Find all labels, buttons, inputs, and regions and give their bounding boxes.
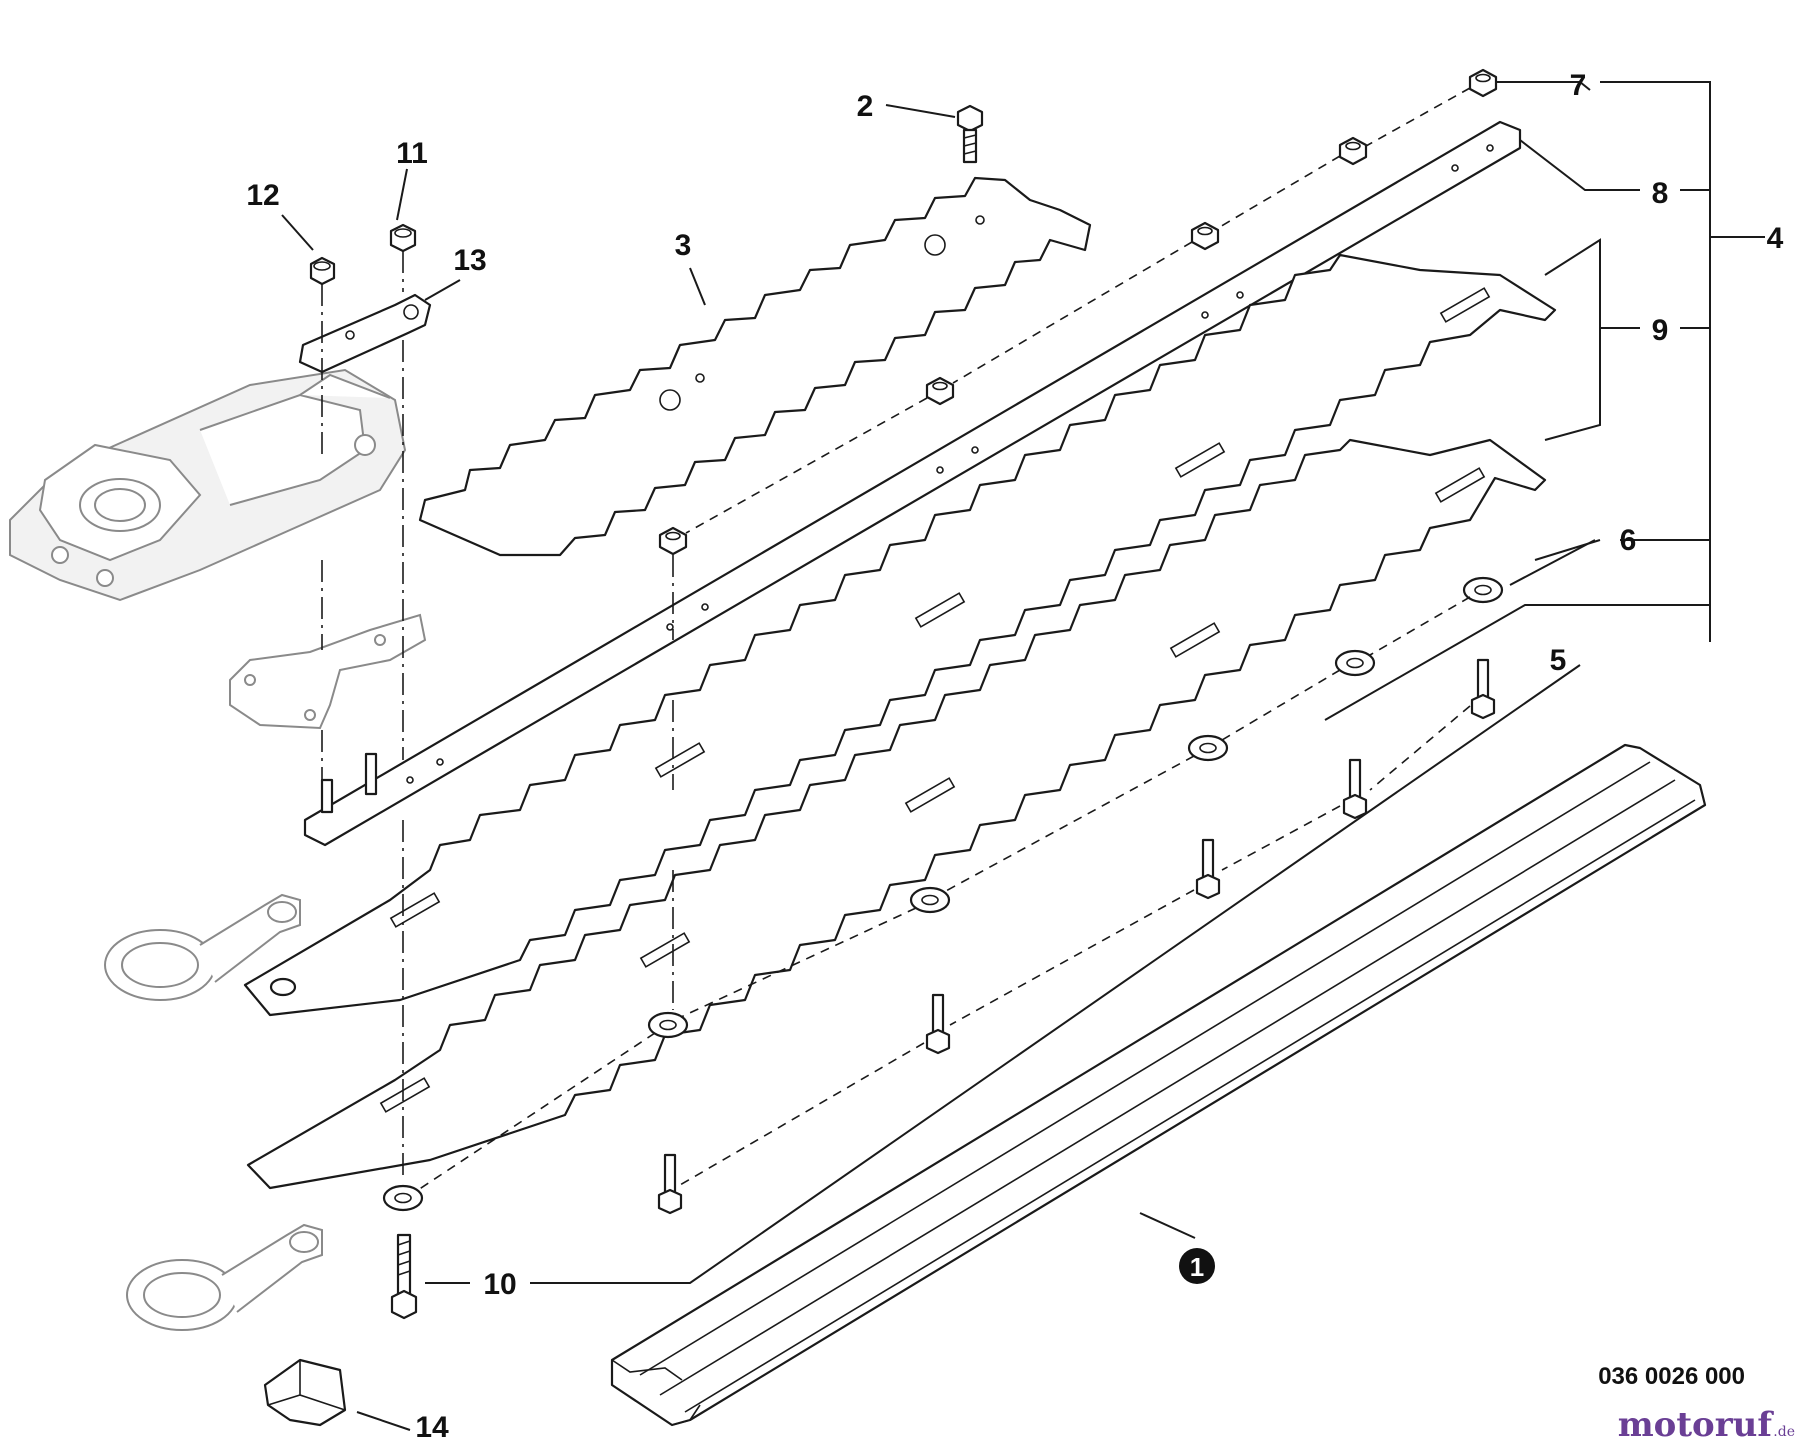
callout-labels: 1 2 3 4 5 6 7 8 9 10 11 12 13 14 xyxy=(246,69,1783,1444)
nut-11 xyxy=(389,223,417,253)
callout-9: 9 xyxy=(1652,314,1669,347)
nut-12 xyxy=(309,256,336,286)
drawing-code: 036 0026 000 xyxy=(1598,1363,1745,1390)
callout-14: 14 xyxy=(415,1411,449,1444)
drive-plate xyxy=(229,613,427,730)
callout-8: 8 xyxy=(1652,177,1669,210)
cutter-blade-9-upper xyxy=(243,253,1557,1017)
callout-11: 11 xyxy=(396,137,428,170)
connecting-rod-lower xyxy=(126,1223,323,1331)
callout-1-badge xyxy=(1179,1248,1215,1284)
gear-case-housing xyxy=(9,368,407,602)
callout-6: 6 xyxy=(1620,524,1637,557)
plate-13 xyxy=(298,293,432,374)
svg-text:.de: .de xyxy=(1773,1424,1795,1440)
callout-10: 10 xyxy=(483,1268,516,1301)
callout-13: 13 xyxy=(453,244,486,277)
callout-2: 2 xyxy=(857,90,874,123)
callout-12: 12 xyxy=(246,179,279,212)
callout-7: 7 xyxy=(1570,69,1587,102)
svg-text:motoruf: motoruf xyxy=(1618,1405,1775,1444)
callout-1: 1 xyxy=(1190,1252,1204,1282)
watermark-logo: motoruf .de xyxy=(1618,1405,1795,1444)
callout-3: 3 xyxy=(675,229,692,262)
washers-6 xyxy=(382,576,1504,1212)
studs xyxy=(320,752,378,814)
callout-4: 4 xyxy=(1767,222,1784,255)
guard-rail-1 xyxy=(610,743,1707,1427)
bolt-2 xyxy=(956,104,984,164)
leader-lines xyxy=(281,81,1765,1431)
guide-bar-8 xyxy=(303,120,1522,847)
assembly-lines xyxy=(321,87,1471,1191)
connecting-rod-upper xyxy=(104,893,301,1001)
bolts-5 xyxy=(657,658,1496,1215)
clip-14 xyxy=(263,1358,347,1427)
cutter-plate-3 xyxy=(418,176,1092,557)
bolt-10 xyxy=(390,1233,418,1320)
callout-5: 5 xyxy=(1550,644,1567,677)
nuts-7 xyxy=(658,68,1498,556)
